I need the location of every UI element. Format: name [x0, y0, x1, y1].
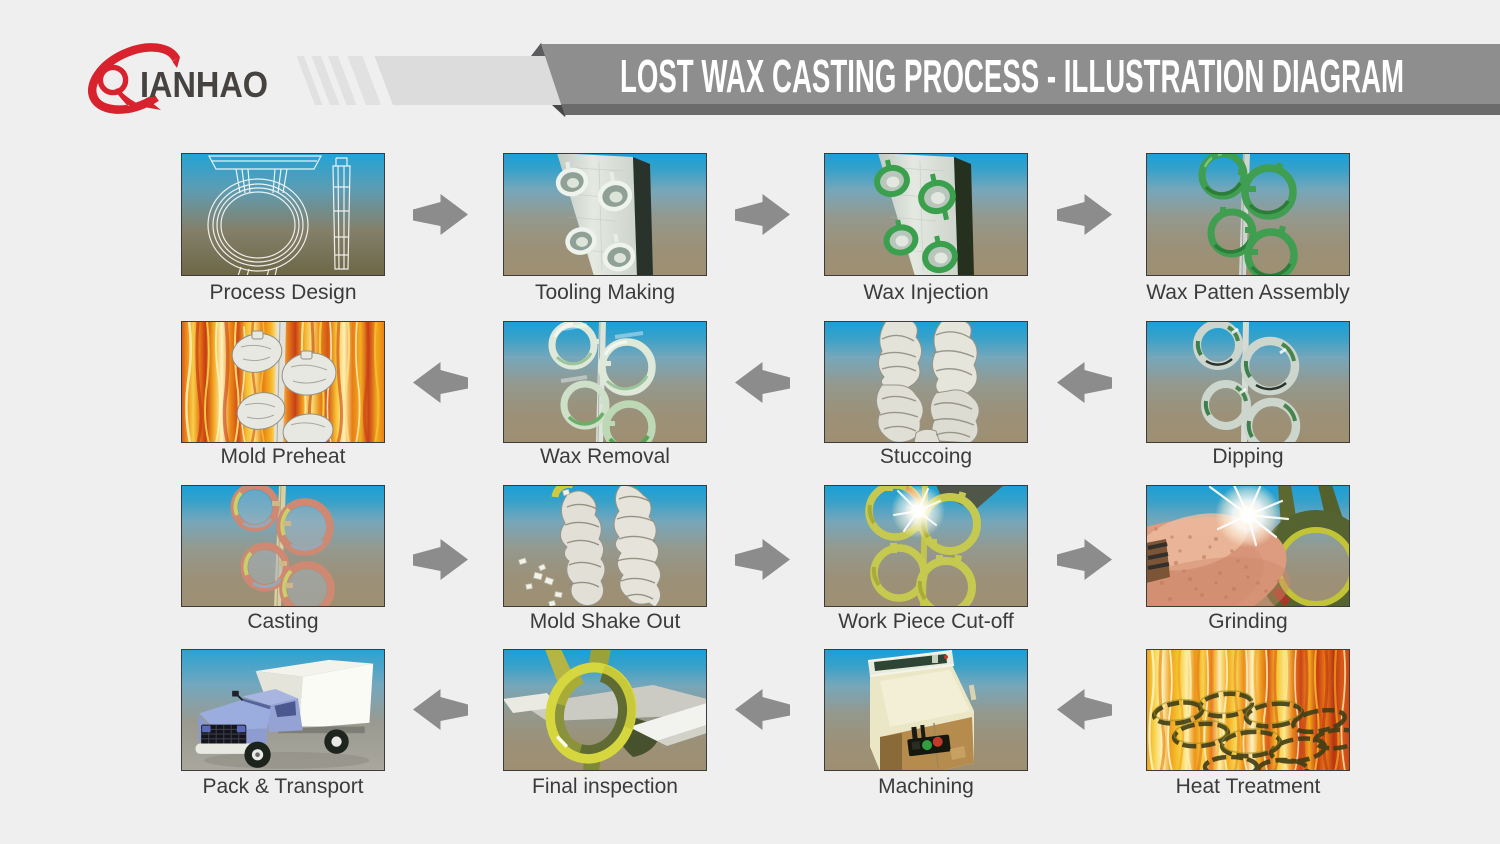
- svg-text:IANHAO: IANHAO: [140, 64, 268, 105]
